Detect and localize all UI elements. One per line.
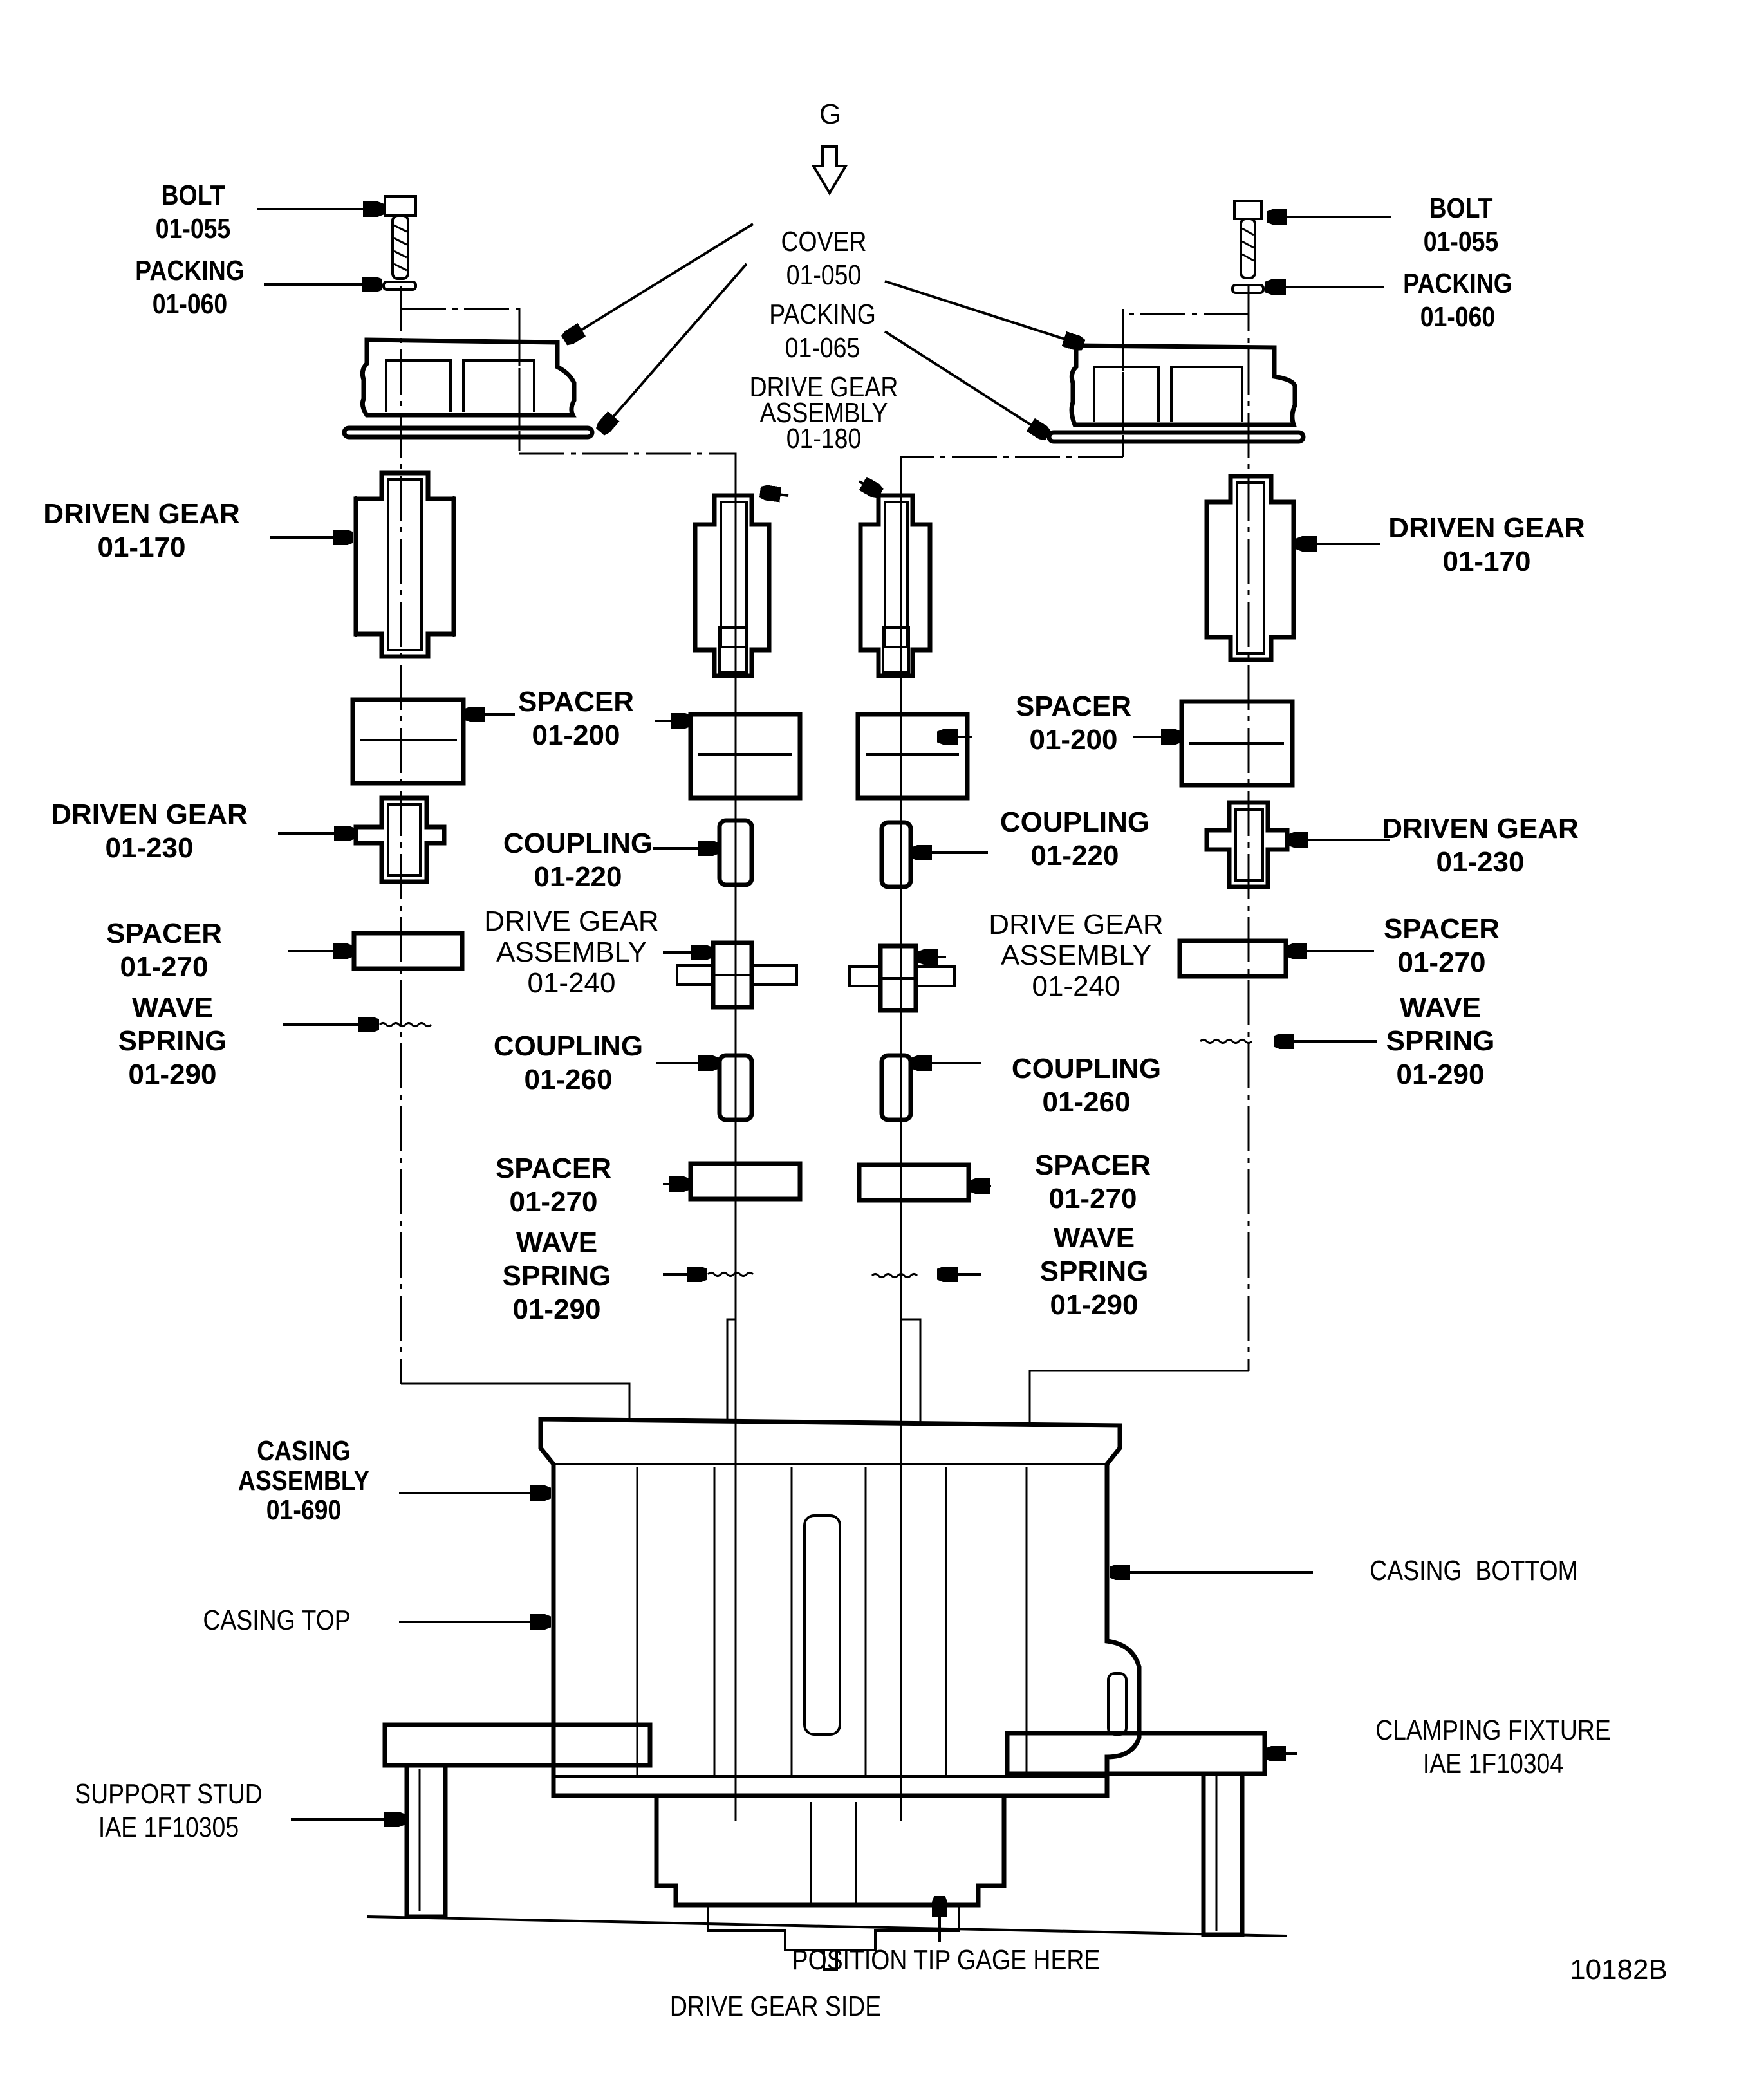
coupling-220-right-icon [879, 820, 913, 889]
base-surface-line [366, 1915, 1288, 1937]
casing-assembly-icon [538, 1417, 1142, 1798]
bolt-right-icon [1233, 200, 1263, 279]
spacer-200-right-inner-icon [855, 712, 970, 801]
label-casing-bottom: CASING BOTTOM [1370, 1555, 1578, 1586]
cover-left-icon [360, 337, 577, 418]
drive-gear-240-left-icon [676, 940, 798, 1010]
bolt-path-left [401, 308, 521, 451]
packing-right-icon [1231, 284, 1265, 294]
spacer-270-outer-left-icon [351, 931, 465, 971]
bolt-path-right [1122, 313, 1249, 457]
spacer-270-inner-left-icon [688, 1161, 803, 1202]
spacer-200-left-outer-icon [350, 697, 466, 786]
drive-gear-180-left-icon [693, 493, 772, 678]
drive-path-left [519, 452, 737, 1821]
wave-spring-outer-right-icon [1199, 1039, 1253, 1044]
label-position-tip-gage: POSITION TIP GAGE HERE [792, 1944, 1101, 1976]
label-drive-gear-side: DRIVE GEAR SIDE [669, 1991, 882, 2022]
drive-gear-180-right-icon [858, 493, 933, 678]
view-direction-arrow-icon [811, 145, 848, 196]
spacer-270-outer-right-icon [1177, 938, 1288, 979]
driven-gear-230-right-icon [1204, 800, 1290, 889]
spacer-200-right-outer-icon [1179, 699, 1295, 788]
inner-right-path-to-casing [901, 1318, 922, 1422]
wave-spring-inner-right-icon [871, 1273, 918, 1278]
figure-id: 10182B [1570, 1954, 1668, 1985]
coupling-220-left-icon [717, 818, 754, 887]
gear-housing-lower-icon [654, 1793, 1007, 1971]
coupling-260-left-icon [717, 1053, 754, 1122]
inner-left-path-to-casing [726, 1318, 736, 1422]
spacer-270-inner-right-icon [857, 1162, 971, 1203]
outer-left-path-to-casing [401, 1382, 631, 1422]
drive-path-right [900, 456, 1123, 1821]
driven-gear-170-right-icon [1204, 474, 1296, 662]
coupling-260-right-icon [879, 1053, 913, 1122]
driven-gear-230-left-icon [353, 795, 447, 884]
outer-right-path-to-casing [1028, 1370, 1249, 1422]
wave-spring-outer-left-icon [378, 1022, 432, 1027]
view-marker-letter: G [819, 98, 842, 130]
label-casing-top: CASING TOP [203, 1604, 351, 1636]
packing-left-icon [382, 281, 417, 291]
assembly-centerlines [400, 286, 1250, 1821]
cover-right-icon [1069, 343, 1297, 427]
packing-cover-left-icon [342, 425, 595, 440]
drive-gear-240-right-icon [848, 943, 956, 1013]
wave-spring-inner-left-icon [707, 1272, 754, 1277]
spacer-200-left-inner-icon [688, 712, 803, 801]
clamping-fixture-icon [382, 1722, 1267, 1776]
bolt-left-icon [384, 195, 417, 280]
driven-gear-170-left-icon [353, 470, 456, 659]
